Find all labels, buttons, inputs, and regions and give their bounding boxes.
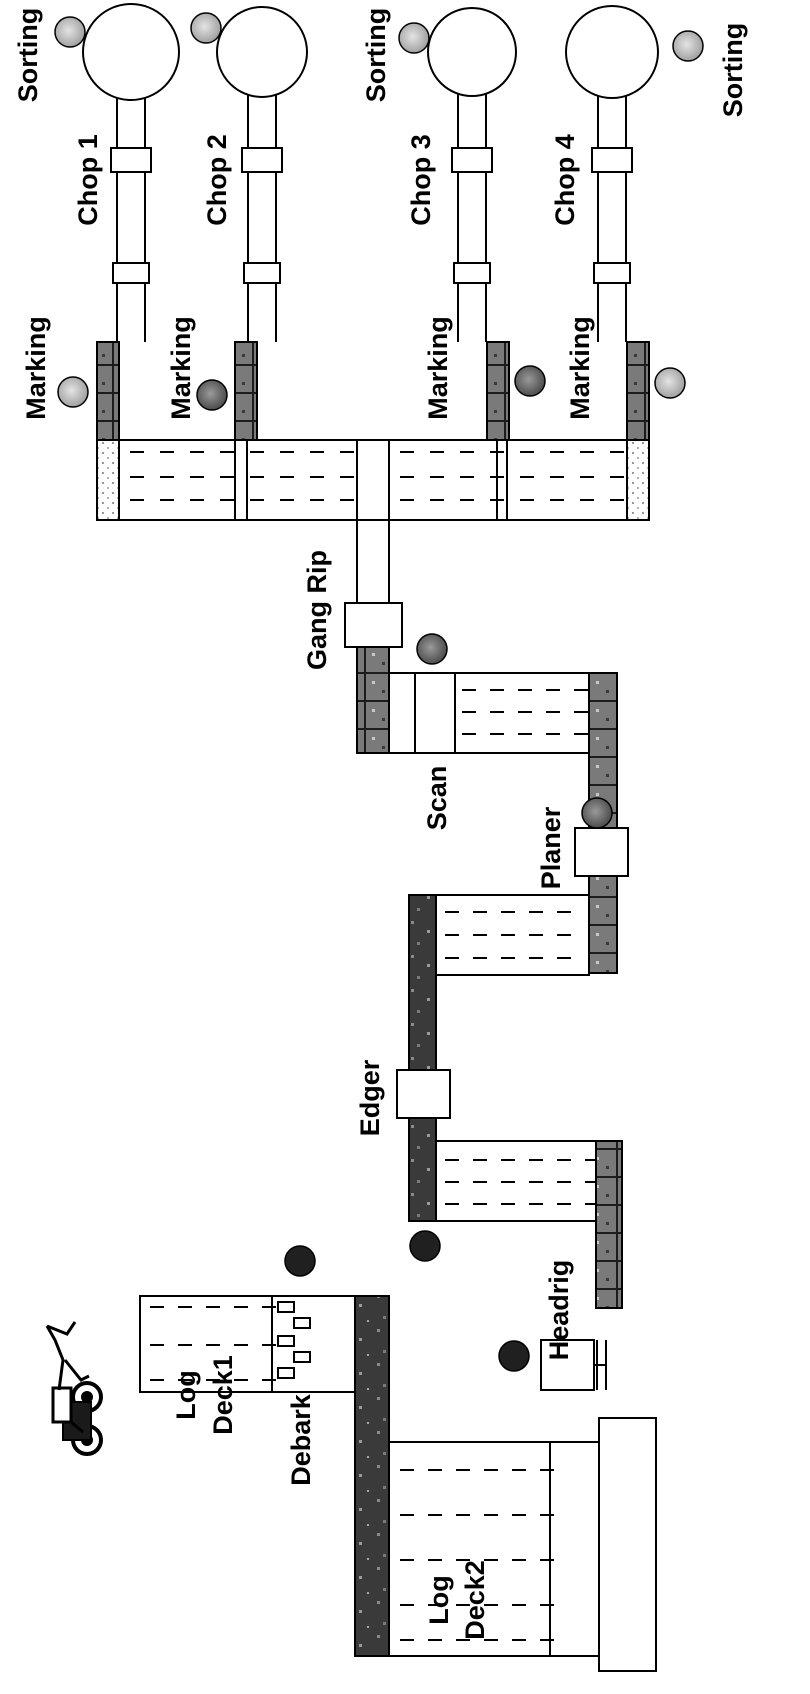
chop-saw-1 [110, 147, 152, 173]
label-chop-3: Chop 3 [406, 134, 436, 226]
transfer-table-end-left [96, 439, 120, 521]
log-deck-1-chain-2 [293, 1317, 311, 1329]
log-deck-2 [388, 1441, 600, 1657]
operator-marker-icon [498, 1340, 530, 1372]
sorting-bin-3 [427, 7, 517, 97]
chop-stop-1 [112, 262, 150, 284]
log-deck-1-chain-4 [293, 1351, 311, 1363]
label-log-deck1-line1: Log [171, 1370, 201, 1419]
log-deck-1-chain-3 [277, 1335, 295, 1347]
log-deck-1-chain-1 [277, 1301, 295, 1313]
label-sorting-3: Sorting [718, 23, 748, 118]
operator-marker-icon [514, 365, 546, 397]
gang-rip-infeed [356, 519, 390, 604]
label-marking-3: Marking [423, 316, 453, 420]
label-marking-4: Marking [565, 316, 595, 420]
operator-marker-icon [672, 30, 704, 62]
operator-marker-icon [416, 633, 448, 665]
operator-marker-icon [54, 16, 86, 48]
label-marking-2: Marking [166, 316, 196, 420]
label-planer: Planer [536, 806, 566, 889]
operator-marker-icon [654, 367, 686, 399]
operator-marker-icon [196, 379, 228, 411]
operator-marker-icon [284, 1245, 316, 1277]
marking-conveyor-2 [234, 341, 258, 441]
operator-marker-icon [409, 1230, 441, 1262]
chop-saw-3 [451, 147, 493, 173]
chop-saw-2 [241, 147, 283, 173]
headrig-carriage [540, 1339, 595, 1391]
transfer-table-center-lane [356, 439, 390, 521]
label-log-deck2-line1: Log [424, 1575, 454, 1624]
sorting-bin-1 [82, 3, 180, 101]
operator-marker-icon [57, 376, 89, 408]
operator-marker-icon [398, 22, 430, 54]
operator-marker-icon [581, 797, 613, 829]
label-scan: Scan [422, 766, 452, 831]
label-chop-1: Chop 1 [73, 134, 103, 226]
planer-machine [574, 827, 629, 877]
label-log-deck1-line2: Deck1 [208, 1355, 238, 1435]
forklift-loader-icon [45, 1321, 103, 1456]
label-marking-1: Marking [21, 316, 51, 420]
edger-conveyor [408, 894, 437, 1222]
marking-conveyor-4 [626, 341, 650, 441]
label-chop-2: Chop 2 [202, 134, 232, 226]
headrig-outfeed-table [435, 1140, 597, 1222]
edger-machine [396, 1069, 451, 1119]
chop-stop-2 [243, 262, 281, 284]
operator-marker-icon [190, 12, 222, 44]
label-chop-4: Chop 4 [550, 134, 580, 226]
log-yard-storage [598, 1417, 657, 1672]
sorting-bin-4 [565, 5, 659, 99]
log-deck-1-chain-5 [277, 1367, 295, 1379]
gang-rip-saw [344, 602, 403, 648]
label-debark: Debark [286, 1393, 316, 1486]
headrig-conveyor [595, 1140, 623, 1309]
marking-conveyor-1 [96, 341, 120, 441]
label-edger: Edger [355, 1059, 385, 1136]
marking-conveyor-3 [486, 341, 510, 441]
label-headrig: Headrig [544, 1260, 574, 1361]
transfer-table-end-right [626, 439, 650, 521]
label-log-deck2-line2: Deck2 [460, 1560, 490, 1640]
label-sorting-2: Sorting [361, 8, 391, 103]
chop-stop-4 [593, 262, 631, 284]
debark-conveyor [354, 1295, 390, 1657]
label-sorting-1: Sorting [13, 8, 43, 103]
sorting-bin-2 [216, 6, 308, 98]
label-gang-rip: Gang Rip [302, 550, 332, 670]
gang-rip-conveyor [356, 646, 390, 754]
chop-saw-4 [591, 147, 633, 173]
chop-stop-3 [453, 262, 491, 284]
